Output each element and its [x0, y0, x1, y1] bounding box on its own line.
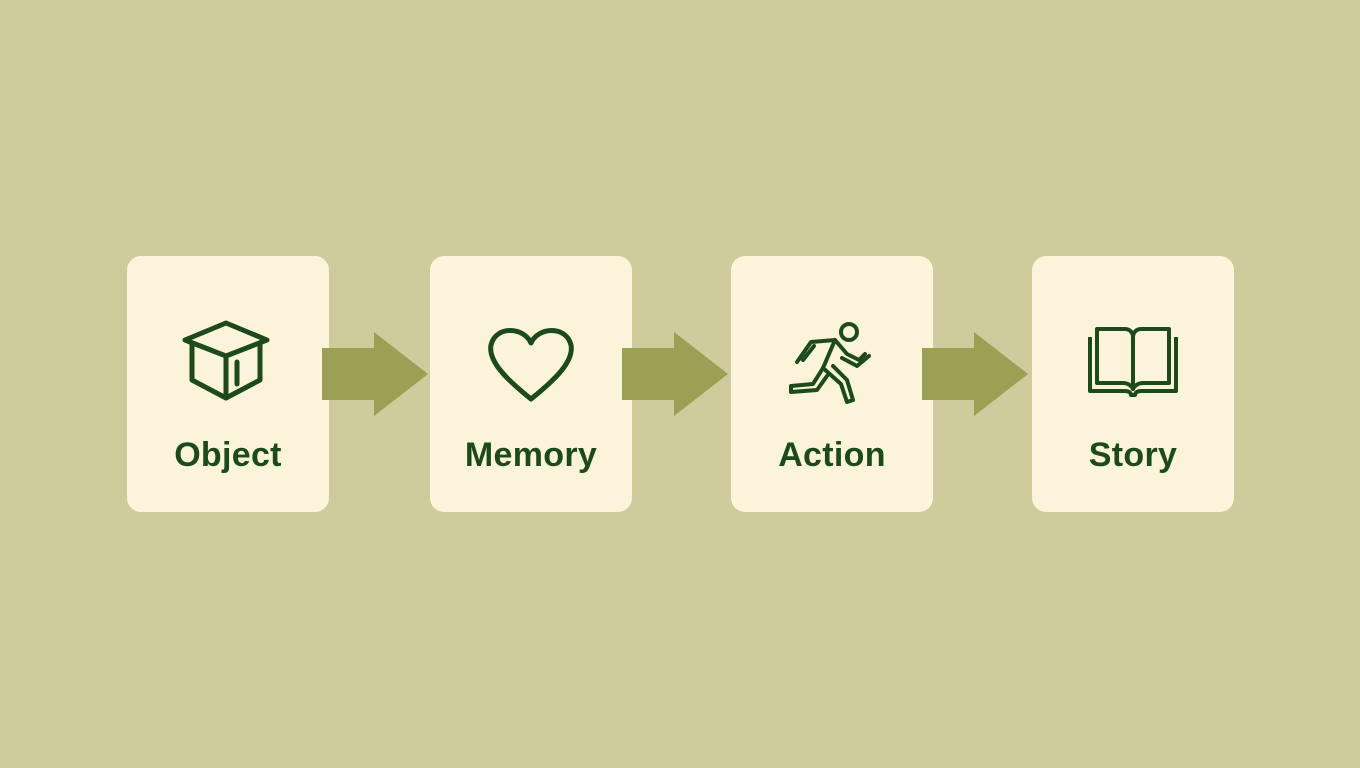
open-book-icon — [1032, 318, 1234, 408]
box-icon — [127, 318, 329, 408]
step-card-action: Action — [731, 256, 933, 512]
step-label: Story — [1088, 436, 1178, 474]
step-label: Action — [778, 436, 886, 474]
step-label: Memory — [464, 436, 598, 474]
step-card-object: Object — [127, 256, 329, 512]
running-person-icon — [731, 318, 933, 408]
arrow-right-icon — [322, 332, 430, 416]
step-label: Object — [174, 436, 282, 474]
step-card-memory: Memory — [430, 256, 632, 512]
arrow-right-icon — [922, 332, 1030, 416]
step-card-story: Story — [1032, 256, 1234, 512]
arrow-right-icon — [622, 332, 730, 416]
heart-icon — [430, 318, 632, 408]
